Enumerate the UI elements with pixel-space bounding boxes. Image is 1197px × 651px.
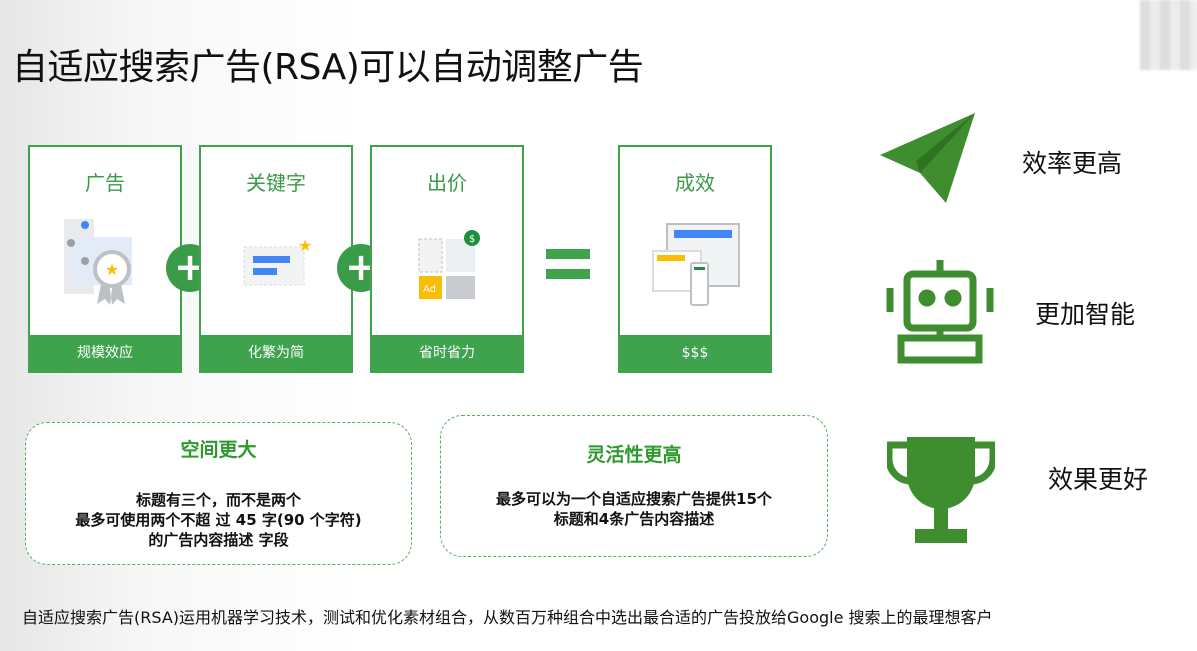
card-footer: $$$	[620, 335, 770, 371]
card-keywords: 关键字 ★ 化繁为简	[199, 145, 353, 373]
trophy-icon	[887, 437, 995, 543]
svg-text:Ad: Ad	[423, 284, 436, 295]
box-line: 的广告内容描述 字段	[148, 531, 289, 549]
card-footer: 省时省力	[372, 335, 522, 371]
devices-icon	[652, 223, 740, 306]
paper-plane-icon	[880, 113, 975, 203]
box-line: 标题和4条广告内容描述	[553, 510, 715, 528]
footer-caption: 自适应搜索广告(RSA)运用机器学习技术，测试和优化素材组合，从数百万种组合中选…	[22, 608, 993, 627]
slide-title: 自适应搜索广告(RSA)可以自动调整广告	[12, 47, 644, 88]
card-bids: 出价 Ad $ 省时省力	[370, 145, 524, 373]
box-line: 标题有三个，而不是两个	[135, 491, 301, 509]
svg-text:$: $	[469, 234, 475, 245]
card-ads: 广告 ★ 规模效应	[28, 145, 182, 373]
ad-certificate-icon: ★	[64, 219, 132, 305]
benefit-label: 效率更高	[1022, 149, 1123, 178]
box-line: 最多可以为一个自适应搜索广告提供15个	[496, 490, 772, 508]
equals-icon	[546, 249, 590, 289]
card-heading: 关键字	[246, 171, 306, 195]
card-results: 成效 $$$	[618, 145, 772, 373]
blurred-thumbnail	[1140, 0, 1197, 70]
robot-icon	[886, 260, 994, 364]
card-footer: 化繁为简	[201, 335, 351, 371]
benefit-label: 更加智能	[1035, 300, 1136, 329]
feature-box-more-space: 空间更大 标题有三个，而不是两个 最多可使用两个不超 过 45 字(90 个字符…	[25, 422, 412, 565]
card-heading: 出价	[427, 171, 467, 195]
card-footer: 规模效应	[30, 335, 180, 371]
keyword-card-icon: ★	[243, 236, 312, 286]
svg-text:★: ★	[105, 260, 119, 279]
box-title: 空间更大	[180, 439, 257, 461]
box-line: 最多可使用两个不超 过 45 字(90 个字符)	[75, 511, 362, 529]
card-heading: 成效	[675, 171, 715, 195]
svg-text:★: ★	[298, 236, 312, 255]
feature-box-flexibility: 灵活性更高 最多可以为一个自适应搜索广告提供15个 标题和4条广告内容描述	[440, 415, 828, 557]
bid-grid-icon: Ad $	[418, 230, 480, 299]
box-title: 灵活性更高	[586, 444, 682, 466]
benefit-label: 效果更好	[1048, 465, 1149, 494]
card-heading: 广告	[85, 171, 125, 195]
